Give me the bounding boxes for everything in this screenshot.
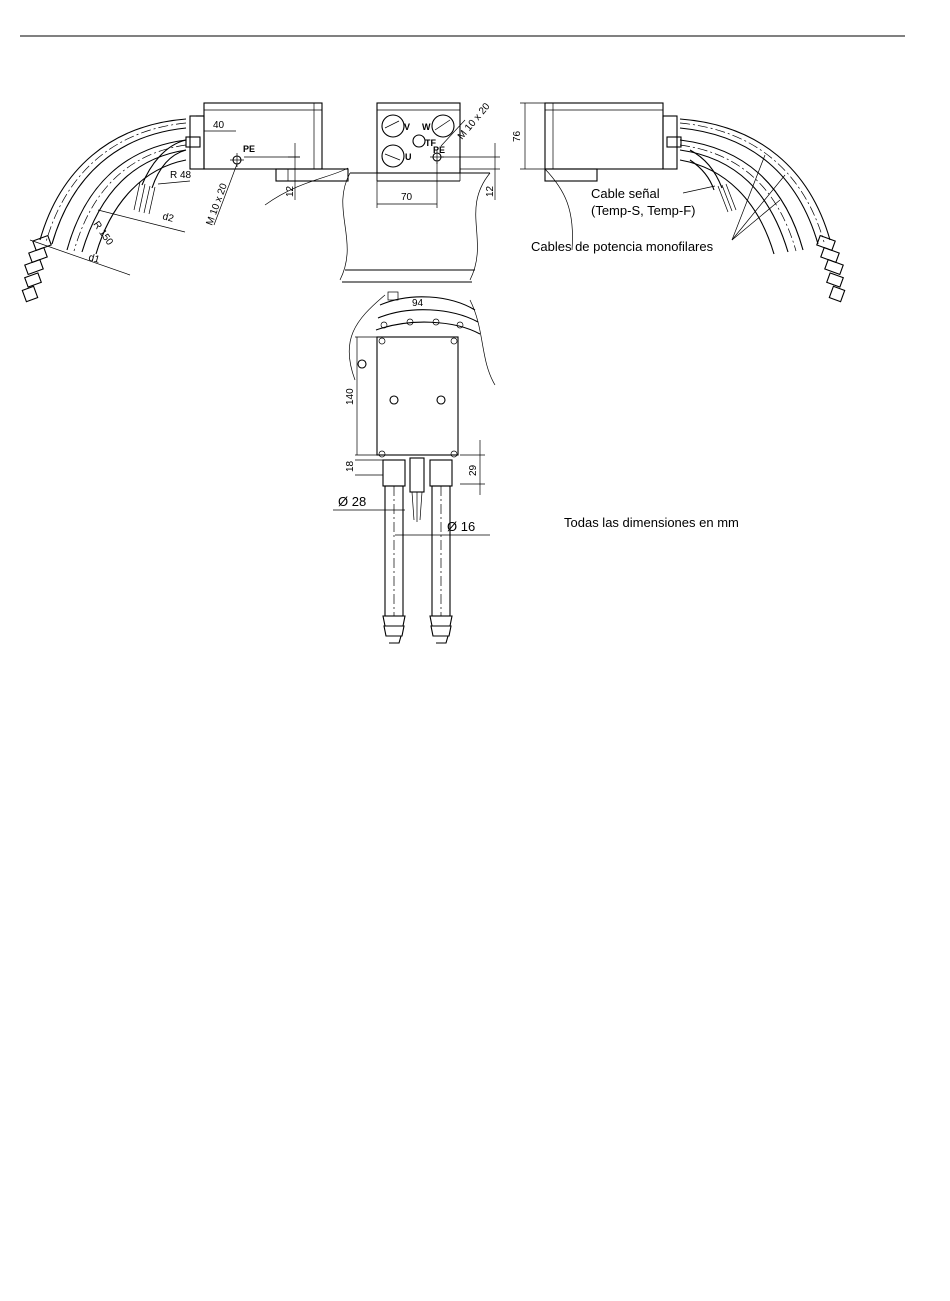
pe-label-right: PE xyxy=(433,145,445,155)
dim-r48: R 48 xyxy=(170,170,192,181)
center-front-view: V W U TF PE 70 M 10 x 20 12 xyxy=(340,101,500,282)
lower-center-view: 94 140 18 29 xyxy=(333,292,495,643)
dim-18: 18 xyxy=(345,460,356,472)
units-note: Todas las dimensiones en mm xyxy=(564,515,739,530)
dim-76: 76 xyxy=(512,130,523,142)
center-terminal-box xyxy=(377,103,460,173)
lower-terminal-box xyxy=(377,337,458,455)
terminal-u-label: U xyxy=(405,152,412,162)
dim-29: 29 xyxy=(468,464,479,476)
dim-94: 94 xyxy=(412,298,424,309)
terminal-tf xyxy=(413,135,425,147)
dim-phi28: Ø 28 xyxy=(338,494,366,509)
dim-12-right: 12 xyxy=(485,185,496,197)
left-terminal-box xyxy=(204,103,322,169)
left-side-view: 40 R 48 R 150 d2 d1 M 10 x 20 12 PE xyxy=(22,103,348,302)
dim-40: 40 xyxy=(213,120,225,131)
dim-70: 70 xyxy=(401,192,413,203)
right-side-view: 76 Cable señal (Temp-S, Temp-F) Cables d… xyxy=(512,103,845,302)
cable-signal-label: Cable señal xyxy=(591,186,660,201)
cable-signal-types-label: (Temp-S, Temp-F) xyxy=(591,203,696,218)
power-cables-label: Cables de potencia monofilares xyxy=(531,239,714,254)
terminal-u xyxy=(382,145,404,167)
dim-r150: R 150 xyxy=(91,219,116,248)
dim-m10-right: M 10 x 20 xyxy=(456,101,493,142)
dim-d2: d2 xyxy=(161,211,175,225)
dim-m10-left: M 10 x 20 xyxy=(204,182,230,227)
dim-12-left: 12 xyxy=(285,185,296,197)
right-terminal-box xyxy=(545,103,663,169)
terminal-w-label: W xyxy=(422,122,431,132)
pe-label-left: PE xyxy=(243,144,255,154)
terminal-v-label: V xyxy=(404,122,410,132)
dim-140: 140 xyxy=(345,388,356,405)
terminal-v xyxy=(382,115,404,137)
terminal-w xyxy=(432,115,454,137)
dim-phi16: Ø 16 xyxy=(447,519,475,534)
